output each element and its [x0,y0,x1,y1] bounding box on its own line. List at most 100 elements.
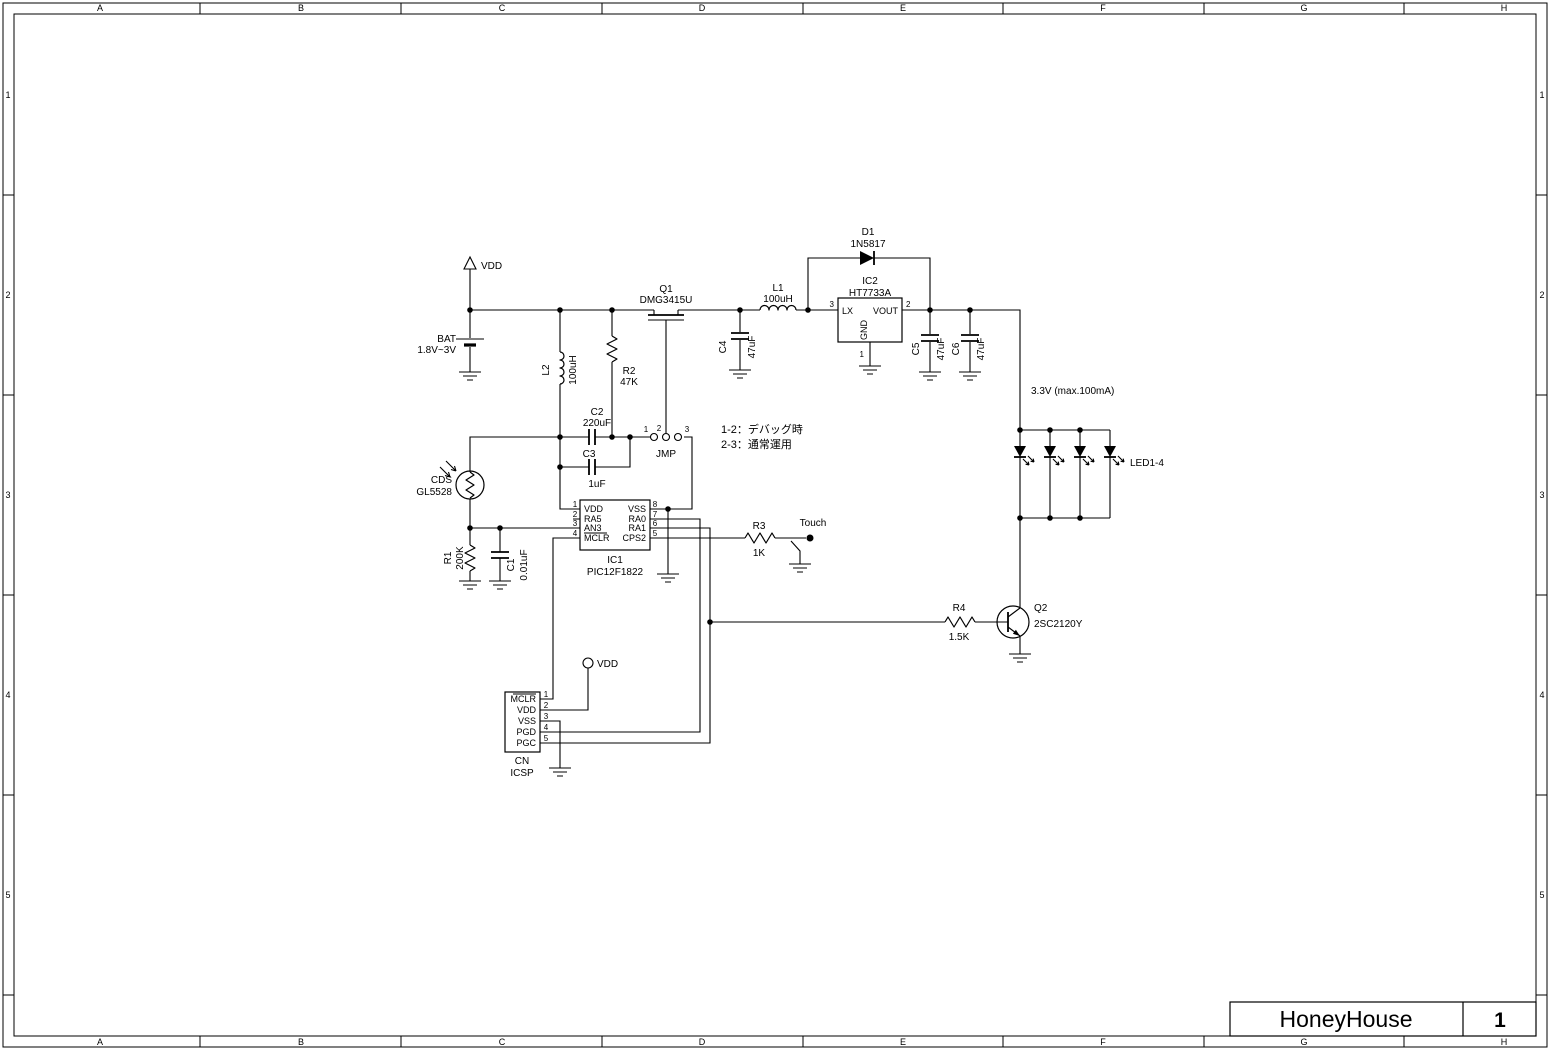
touch-pad: Touch [800,518,826,542]
junction-dot [927,307,933,313]
sheet-page-number: 1 [1494,1009,1506,1032]
jmp-pin3-pad [673,432,683,442]
junction-dot [1077,515,1083,521]
ground-symbol [728,369,752,379]
junction-dot [737,307,743,313]
ic1-pin-number: 4 [573,529,578,538]
ground-symbol [1008,653,1032,663]
r2-value-label: 47K [620,377,638,388]
capacitor-c2: C2 220uF [583,407,611,445]
l2-coil [559,351,565,385]
l1-ref-label: L1 [772,283,784,294]
jmp-note-debug: 1-2：デバッグ時 [721,422,803,436]
led-group-label: LED1-4 [1130,458,1164,469]
r2-ref-label: R2 [623,366,636,377]
cds-light-arrows [439,460,457,478]
grid-row-label: 5 [5,890,10,900]
grid-col-label: H [1501,3,1508,13]
junction-dot [609,307,615,313]
q2-circle [996,605,1030,639]
title-block-frame [1229,1001,1537,1037]
cds-circle [455,470,485,500]
l1-value-label: 100uH [763,294,792,305]
junction-dot [665,506,671,512]
ic2-regulator: IC2 HT7733A LX 3 VOUT 2 GND 1 [830,276,911,359]
ic2-body [837,297,903,343]
ic1-pin-number: 7 [653,510,658,519]
led-symbol [1103,445,1125,466]
ic1-pin-name: VDD [584,504,604,514]
c4-ref-label: C4 [718,340,729,353]
r4-ref-label: R4 [953,603,966,614]
grid-col-label: H [1501,1037,1508,1047]
junction-dot [805,307,811,313]
r4-value-label: 1.5K [949,632,970,643]
grid-col-label: F [1100,1037,1106,1047]
grid-row-label: 1 [5,90,10,100]
ic1-pin-number: 8 [653,500,658,509]
grid-row-label: 3 [1539,490,1544,500]
photoresistor-cds: CDS GL5528 [416,460,485,500]
capacitor-c3: C3 1uF [583,449,606,490]
grid-row-label: 4 [1539,690,1544,700]
cn-pin-name: MCLR [510,694,536,704]
l2-value-label: 100uH [568,355,579,384]
q2-leads [1007,607,1021,637]
cds-value-label: GL5528 [416,487,452,498]
junction-dot [967,307,973,313]
c5-value-label: 47uF [936,338,947,361]
grid-col-label: G [1300,1037,1307,1047]
resistor-r4: R4 1.5K [944,603,976,643]
c3-plates [588,459,596,475]
grid-col-label: D [699,1037,706,1047]
ground-symbol [488,580,512,590]
r4-zigzag [944,616,976,628]
junction-dot [609,434,615,440]
capacitor-c5: C5 47uF [911,334,947,361]
capacitor-c4: C4 47uF [718,332,758,358]
ic1-pin-number: 6 [653,519,658,528]
vdd-symbol-top: VDD [463,255,502,272]
cn-pin-name: PGC [516,738,536,748]
c6-ref-label: C6 [951,342,962,355]
grid-col-label: A [97,3,103,13]
jumper-jmp: 1 2 3 JMP 1-2：デバッグ時 2-3：通常運用 [644,422,803,460]
grid-row-label: 2 [5,290,10,300]
cn-pin-number: 4 [544,723,549,732]
l1-coil [759,304,797,311]
resistor-r1: R1 200K [443,544,476,572]
jmp-note-normal: 2-3：通常運用 [721,438,792,451]
ic1-ref-label: IC1 [607,555,623,566]
ground-symbol [458,580,482,590]
ic2-pin-name: LX [842,306,853,316]
ic2-pin-name: VOUT [873,306,899,316]
ic2-pin-number: 1 [860,350,865,359]
grid-row-label: 5 [1539,890,1544,900]
ic1-pin-number: 5 [653,529,658,538]
ic2-ref-label: IC2 [862,276,878,287]
inner-border [13,13,1537,1037]
c3-ref-label: C3 [583,449,596,460]
ic2-pin-name: GND [859,320,869,341]
junction-dot [497,525,503,531]
ic1-microcontroller: VDD RA5 AN3 MCLR 1 2 3 4 VSS RA0 RA1 CPS… [573,499,658,578]
junction-dot [707,619,713,625]
cds-zigzag [465,471,475,499]
cn-pin-name: VSS [518,716,536,726]
vdd-label: VDD [597,659,618,670]
jmp-pin-number: 3 [685,425,690,434]
ic2-value-label: HT7733A [849,288,892,299]
jmp-pin1-pad [649,432,659,442]
cn-ref-label: CN [515,756,529,767]
c2-value-label: 220uF [583,418,611,429]
r3-value-label: 1K [753,548,766,559]
led-symbol [1043,445,1065,466]
ic1-pin-name: MCLR [584,533,610,543]
ic1-pin-name: RA0 [628,514,646,524]
r3-zigzag [744,532,776,544]
grid-col-label: C [499,1037,506,1047]
junction-dot [467,307,473,313]
ic1-pin-name: CPS2 [622,533,646,543]
